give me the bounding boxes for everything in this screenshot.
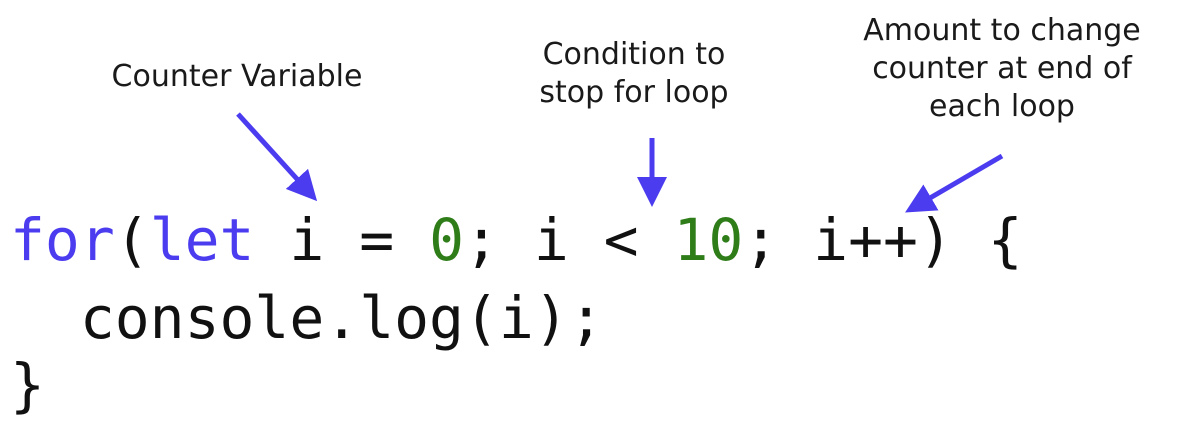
let-keyword: let — [149, 206, 255, 274]
for-keyword: for — [10, 206, 115, 274]
increment-label-line-2: counter at end of — [872, 51, 1132, 86]
increment-label-line-1: Amount to change — [863, 13, 1141, 48]
increment-label: Amount to change counter at end of each … — [830, 12, 1174, 126]
condition-expression: ; i < — [463, 206, 674, 274]
increment-label-line-3: each loop — [929, 89, 1075, 124]
initial-value: 0 — [429, 206, 464, 274]
counter-declaration: i = — [254, 206, 430, 274]
counter-variable-text: Counter Variable — [111, 59, 363, 94]
limit-value: 10 — [673, 206, 744, 274]
condition-label-line-1: Condition to — [542, 37, 726, 72]
counter-arrow — [236, 112, 318, 202]
increment-expression: ; i++) { — [743, 206, 1023, 274]
counter-variable-label: Counter Variable — [82, 58, 392, 96]
increment-arrow — [905, 153, 1004, 213]
code-line-console-log: console.log(i); — [10, 284, 604, 352]
open-paren: ( — [114, 206, 150, 274]
condition-label-line-2: stop for loop — [539, 75, 729, 110]
condition-label: Condition to stop for loop — [500, 36, 768, 112]
code-line-closing-brace: } — [10, 351, 45, 419]
code-line-for-loop: for(let i = 0; i < 10; i++) { — [10, 205, 1023, 275]
